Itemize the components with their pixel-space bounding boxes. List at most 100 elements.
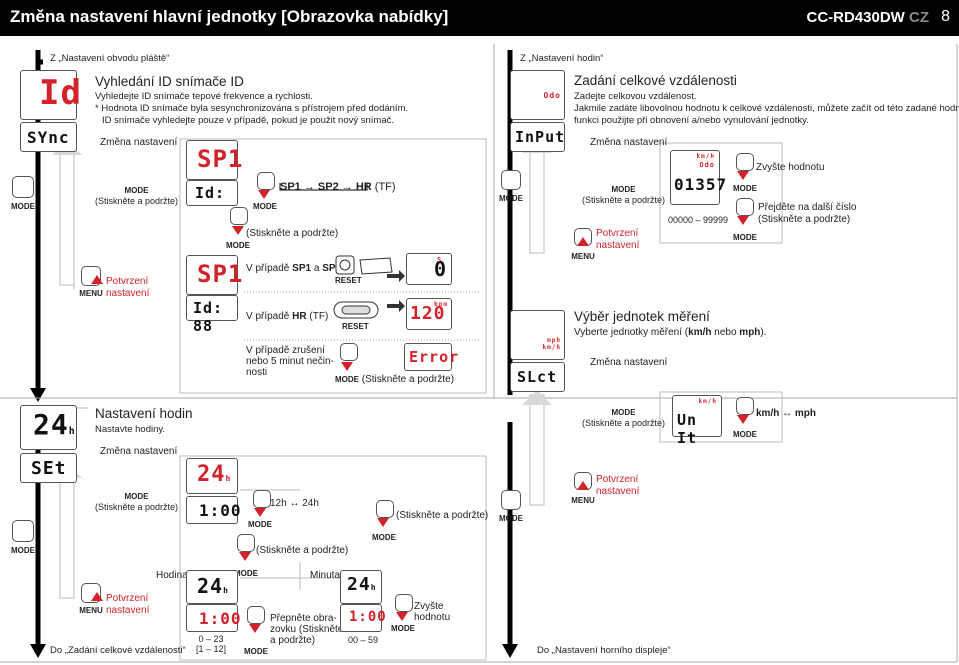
sensor-desc-3: ID snímače vyhledejte pouze v případě, p…	[102, 115, 395, 126]
odo-mode-hold: MODE (Stiskněte a podržte)	[582, 185, 665, 205]
next-line-2: (Stiskněte a podržte)	[758, 214, 851, 225]
reset-label-speed: RESET	[335, 276, 362, 285]
mode-label: MODE	[611, 408, 636, 417]
case-sp: V případě SP1 a SP2	[246, 263, 341, 275]
press-arrow-icon	[249, 624, 261, 633]
lcd-zero-text: 0	[433, 257, 447, 281]
hr-sensor-icon	[333, 301, 379, 319]
mode-label: MODE	[335, 375, 359, 384]
mode-button-cancel[interactable]	[337, 343, 361, 361]
odo-increase: Zvyšte hodnotu	[756, 162, 825, 173]
press-arrow-icon	[239, 552, 251, 561]
lcd-sp1-text: SP1	[197, 145, 244, 173]
press-arrow-icon	[232, 226, 244, 235]
press-arrow-icon	[91, 275, 103, 284]
mode-button-clock-toggle[interactable]	[250, 490, 274, 508]
speed-sensor-icon	[335, 255, 393, 275]
sensor-change: Změna nastavení	[100, 137, 178, 148]
lcd-minute-24-text: 24h	[347, 574, 377, 595]
mode-button-sensor-hold[interactable]	[227, 207, 251, 225]
press-arrow-icon	[577, 237, 589, 246]
mode-label: MODE	[499, 514, 523, 523]
unit-to: Do „Nastavení horního displeje“	[537, 645, 671, 656]
odo-desc-2: Jakmile zadáte libovolnou hodnotu k celk…	[574, 103, 959, 114]
lcd-odo-digits: 01357	[674, 175, 728, 194]
unit-title: Výběr jednotek měření	[574, 309, 710, 324]
clock-increase: Zvyšte hodnotu	[414, 601, 450, 623]
lcd-kmh-text: km/h	[696, 153, 715, 160]
button-shape	[230, 207, 248, 225]
mode-button-clock-next[interactable]	[373, 500, 397, 518]
page-title: Změna nastavení hlavní jednotky [Obrazov…	[10, 7, 449, 26]
cancel-mode-hold: MODE (Stiskněte a podržte)	[335, 374, 454, 386]
lcd-24-digits: 24	[197, 574, 224, 598]
mode-label: MODE	[499, 194, 523, 203]
lcd-h: h	[68, 426, 76, 437]
odo-confirm: Potvrzení nastavení	[596, 228, 639, 252]
mode-label: MODE	[733, 430, 757, 439]
lcd-24-small-text: 24h	[197, 462, 231, 487]
odo-desc-3: funkci použijte při obnovení a/nebo vynu…	[574, 115, 809, 126]
lcd-id88-screen: Id: 88	[186, 295, 238, 335]
lcd-odo-text: Odo	[543, 91, 561, 100]
hold-label: (Stiskněte a podržte)	[361, 374, 455, 385]
reset-label-hr: RESET	[342, 322, 369, 331]
press-arrow-icon	[91, 592, 103, 601]
menu-label: MENU	[571, 252, 595, 261]
lcd-sp1-screen: SP1	[186, 140, 242, 180]
sensor-desc-1: Vyhledejte ID snímače tepové frekvence a…	[95, 91, 313, 102]
button-shape	[247, 606, 265, 624]
odo-desc-1: Zadejte celkovou vzdálenost.	[574, 91, 697, 102]
seq-sp2: SP2	[317, 181, 339, 193]
mode-button-odo[interactable]: MODE	[496, 170, 526, 203]
button-shape	[376, 500, 394, 518]
lcd-minute-100: 1:00	[340, 604, 386, 632]
mode-button-odo-next[interactable]	[733, 198, 757, 216]
mode-button-sensor-seq[interactable]	[254, 172, 278, 190]
lcd-sp1-text: SP1	[197, 260, 244, 288]
mode-button-left[interactable]: MODE	[8, 176, 38, 211]
menu-label: MENU	[79, 606, 103, 615]
lcd-minute-24: 24h	[340, 570, 382, 604]
increase-line-1: Zvyšte	[414, 601, 444, 612]
lcd-speed-zero: 0 S	[406, 253, 452, 285]
unit-toggle-label: km/h ↔ mph	[756, 408, 817, 419]
lcd-100-screen: 1:00	[186, 496, 241, 524]
mode-button-clock-switch[interactable]	[244, 606, 268, 624]
clock-to: Do „Zadání celkové vzdálenosti“	[50, 645, 186, 656]
case-cancel: V případě zrušení nebo 5 minut nečin- no…	[246, 345, 334, 378]
lcd-hour-100: 1:00	[186, 604, 241, 632]
mode-button-clock-increase[interactable]	[392, 594, 416, 612]
mode-button-unit-toggle[interactable]	[733, 397, 757, 415]
lcd-24h-screen: 24h	[20, 405, 77, 450]
unit-desc-2: nebo	[714, 327, 737, 338]
sensor-from: Z „Nastavení obvodu pláště“	[50, 53, 170, 64]
minute-label: Minuta	[310, 570, 341, 581]
confirm-line-2: nastavení	[106, 605, 150, 616]
press-arrow-icon	[577, 481, 589, 490]
press-arrow-icon	[377, 518, 389, 527]
mode-button-unit[interactable]: MODE	[496, 490, 526, 523]
mode-button-clock-hold[interactable]	[234, 534, 258, 552]
sensor-desc-2: * Hodnota ID snímače byla sesynchronizov…	[95, 103, 409, 114]
unit-mode-hold: MODE (Stiskněte a podržte)	[582, 408, 665, 428]
cancel-line-3: nosti	[246, 367, 268, 378]
lcd-odo-small: Odo	[699, 161, 715, 169]
button-shape	[501, 490, 521, 510]
lcd-id-text: Id	[39, 73, 82, 113]
menu-label: MENU	[571, 496, 595, 505]
hold-label: (Stiskněte a podržte)	[582, 195, 666, 205]
mode-button-clock[interactable]: MODE	[8, 520, 38, 555]
lcd-minute-100-text: 1:00	[349, 609, 387, 625]
hour-range-2: [1 – 12]	[196, 644, 227, 654]
mode-button-odo-increase[interactable]	[733, 153, 757, 171]
button-shape	[501, 170, 521, 190]
confirm-line-1: Potvrzení	[596, 228, 639, 239]
button-shape	[340, 343, 358, 361]
cancel-line-1: V případě zrušení	[246, 345, 325, 356]
mode-label: MODE	[611, 185, 636, 194]
lcd-kmh-text: km/h	[542, 344, 561, 351]
button-shape	[237, 534, 255, 552]
sensor-mode-hold: MODE (Stiskněte a podržte)	[95, 186, 178, 206]
sensor-sequence: SP1 → SP2 → HR (TF)	[280, 181, 396, 193]
